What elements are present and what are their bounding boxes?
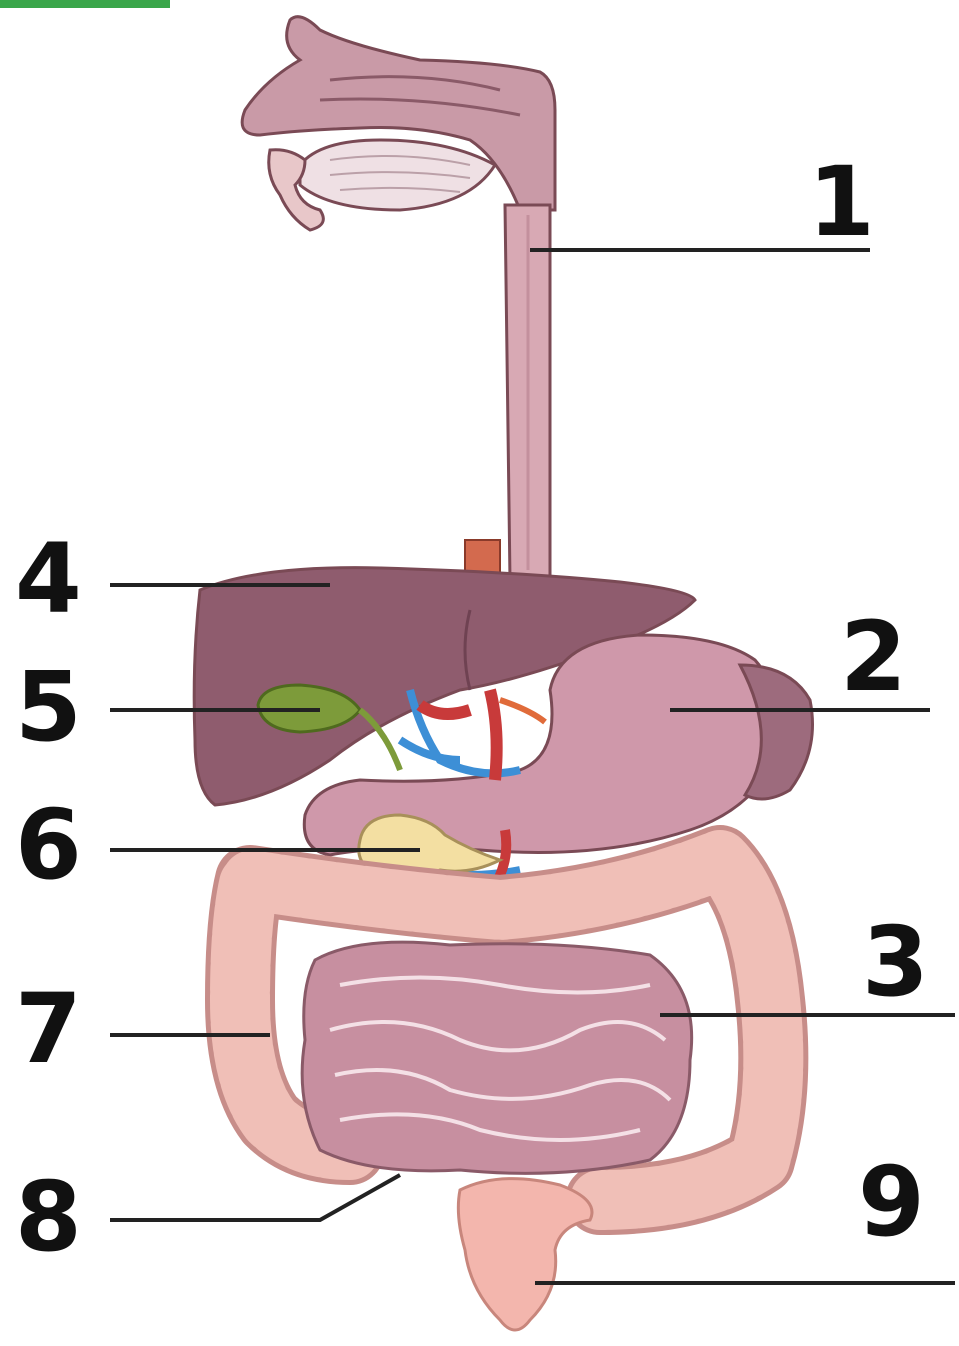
label-3: 3: [862, 906, 929, 1018]
label-8: 8: [15, 1161, 82, 1273]
label-1: 1: [808, 146, 875, 258]
label-9: 9: [858, 1146, 925, 1258]
label-5: 5: [15, 651, 82, 763]
esophagus: [465, 205, 550, 580]
rectum: [458, 1179, 592, 1330]
label-2: 2: [840, 601, 907, 713]
mouth-cavity: [242, 17, 555, 230]
label-6: 6: [15, 789, 82, 901]
small-intestine: [302, 942, 692, 1173]
label-4: 4: [15, 523, 82, 635]
label-7: 7: [15, 973, 82, 1085]
corner-mark: [0, 0, 170, 8]
